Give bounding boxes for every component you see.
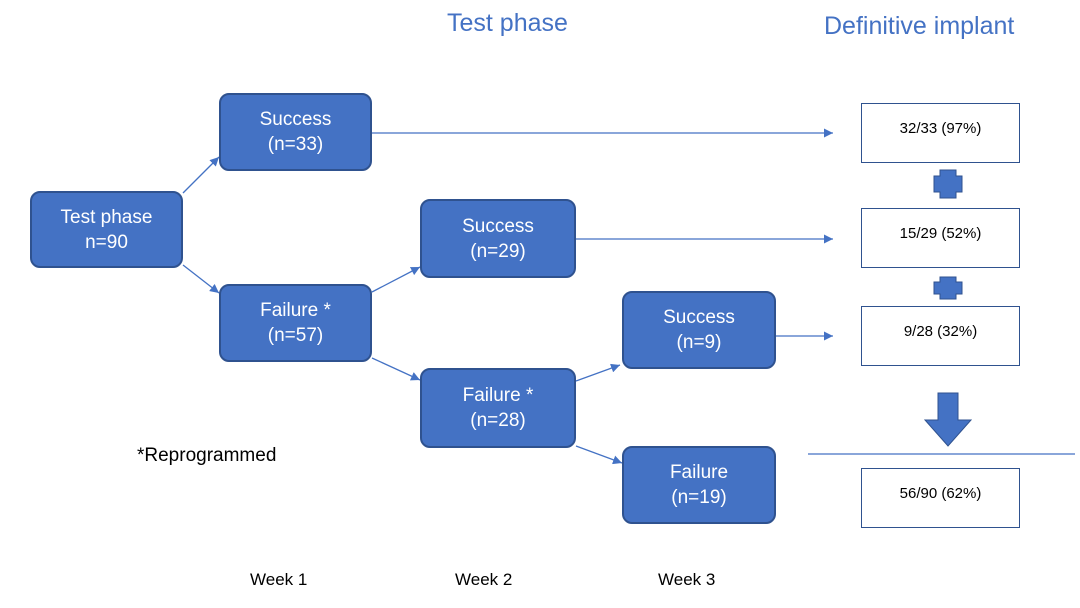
outcome-box-total: 56/90 (62%) [861, 468, 1020, 528]
week-label-3: Week 3 [658, 570, 716, 589]
combine-plus-icon-upper [933, 169, 963, 199]
header-test-phase: Test phase [447, 9, 568, 37]
node-week3-success: Success (n=9) [622, 291, 776, 369]
node-week3-failure: Failure (n=19) [622, 446, 776, 524]
node-line2: (n=28) [470, 410, 526, 431]
node-line1: Failure * [260, 300, 331, 321]
node-line2: n=90 [85, 231, 128, 253]
node-week1-success: Success (n=33) [219, 93, 372, 171]
node-line1: Failure [669, 462, 729, 483]
arrow-w1-failure-to-w2-failure [371, 357, 421, 381]
node-line1: Failure * [462, 385, 534, 406]
combine-plus-icon-lower [933, 276, 963, 300]
down-arrow-icon [923, 392, 973, 447]
week-label-1: Week 1 [250, 570, 308, 589]
arrow-start-to-w1-success [182, 156, 220, 194]
node-week2-success: Success (n=29) [420, 199, 576, 278]
week-label-2: Week 2 [455, 570, 513, 589]
outcome-box-week2: 15/29 (52%) [861, 208, 1020, 268]
node-line1: Test phase [60, 206, 153, 228]
node-line2: (n=19) [671, 487, 727, 508]
arrow-start-to-w1-failure [182, 264, 220, 294]
node-line2: (n=33) [267, 134, 324, 155]
arrow-w2-failure-to-w3-failure [575, 445, 623, 465]
node-line1: Success [462, 215, 534, 237]
node-line1: Success [663, 307, 735, 328]
arrow-w2-failure-to-w3-success [575, 363, 621, 382]
node-line2: (n=57) [267, 325, 324, 346]
node-week1-failure: Failure * (n=57) [219, 284, 372, 362]
node-line2: (n=29) [470, 240, 526, 262]
node-test-phase-start: Test phase n=90 [30, 191, 183, 268]
node-line1: Success [259, 109, 332, 130]
node-line2: (n=9) [676, 332, 722, 353]
arrow-w1-failure-to-w2-success [371, 266, 421, 293]
header-definitive-implant: Definitive implant [824, 12, 1015, 40]
footnote-reprogrammed: *Reprogrammed [137, 445, 277, 466]
outcome-box-week3: 9/28 (32%) [861, 306, 1020, 366]
outcome-box-week1: 32/33 (97%) [861, 103, 1020, 163]
node-week2-failure: Failure * (n=28) [420, 368, 576, 448]
